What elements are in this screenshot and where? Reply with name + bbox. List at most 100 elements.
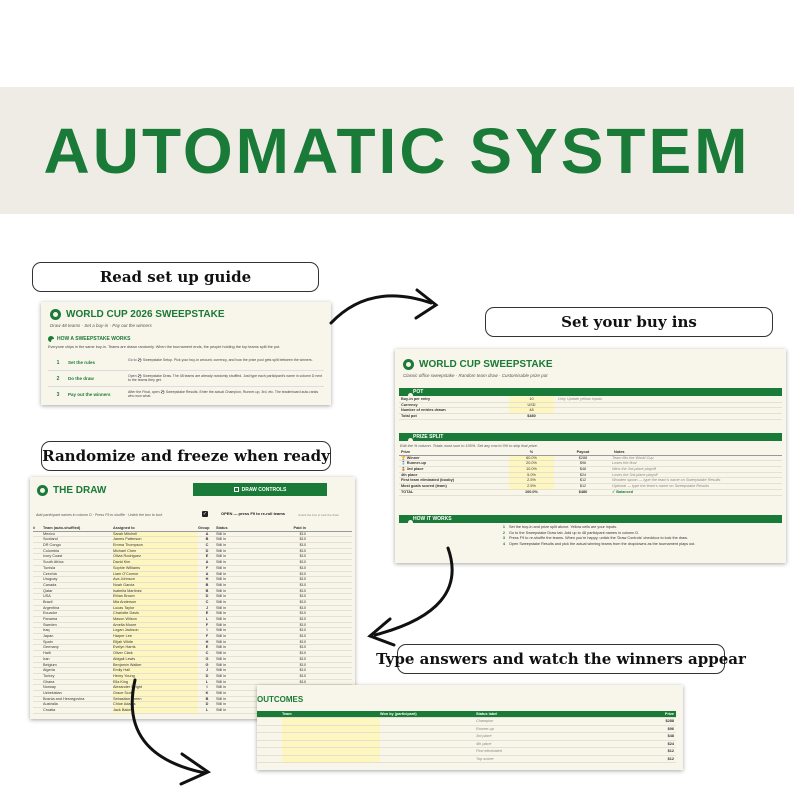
- guide-intro: Everyone chips in the same buy-in. Teams…: [48, 345, 281, 349]
- draw-open-status: OPEN — press F9 to re-roll teams: [221, 511, 286, 516]
- guide-subtitle: Draw 48 teams · Set a buy-in · Pay out t…: [50, 323, 152, 328]
- label-setup-guide: Read set up guide: [32, 262, 319, 292]
- hero-banner: AUTOMATIC SYSTEM: [0, 87, 794, 214]
- results-row: First eliminated$12: [257, 748, 676, 756]
- winner-input[interactable]: [380, 748, 476, 755]
- label-buy-ins: Set your buy ins: [485, 307, 773, 337]
- grid-icon: [233, 487, 239, 492]
- prize-split-header: PRIZE SPLIT: [399, 433, 782, 443]
- setup-guide-sheet: WORLD CUP 2026 SWEEPSTAKE Draw 48 teams …: [41, 302, 331, 405]
- team-input[interactable]: [282, 755, 380, 763]
- draw-title: THE DRAW: [53, 485, 107, 496]
- label-randomize: Randomize and freeze when ready: [41, 441, 331, 471]
- football-icon: [50, 309, 61, 320]
- football-icon: [37, 485, 48, 496]
- team-input[interactable]: [282, 740, 380, 748]
- pot-row: Total pot$480: [399, 414, 782, 420]
- draw-lock-hint: Untick the box to lock the draw: [298, 513, 339, 517]
- results-title: OUTCOMES: [257, 695, 304, 704]
- guide-step: 3 Pay out the winners After the Final, o…: [56, 390, 319, 398]
- football-icon: [48, 336, 56, 344]
- winner-input[interactable]: [380, 741, 476, 748]
- football-icon: [405, 516, 413, 525]
- results-row: Runner-up$96: [257, 725, 676, 733]
- football-icon: [405, 434, 413, 443]
- label-answers: Type answers and watch the winners appea…: [376, 644, 746, 674]
- arrowhead: [367, 617, 396, 647]
- winner-input[interactable]: [380, 718, 476, 725]
- pot-header: POT: [399, 388, 782, 398]
- lock-draw-checkbox[interactable]: ✓: [202, 511, 208, 517]
- winner-input[interactable]: [380, 756, 476, 763]
- hero-title: AUTOMATIC SYSTEM: [43, 115, 751, 187]
- team-input[interactable]: [282, 725, 380, 733]
- football-icon: [403, 359, 414, 370]
- arrow-guide-to-buyins: [329, 294, 433, 325]
- draw-controls-header: DRAW CONTROLS: [193, 483, 327, 496]
- guide-title: WORLD CUP 2026 SWEEPSTAKE: [66, 309, 225, 320]
- setup-subtitle: Classic office sweepstake · Random team …: [403, 373, 548, 378]
- prize-split-intro: Edit the % column. Totals must sum to 10…: [400, 444, 538, 448]
- arrowhead: [414, 288, 439, 320]
- results-row: 3rd place$48: [257, 733, 676, 741]
- sweepstake-setup-sheet: WORLD CUP SWEEPSTAKE Classic office swee…: [395, 349, 786, 563]
- football-icon: [405, 389, 413, 398]
- results-row: Champion$288: [257, 718, 676, 726]
- team-input[interactable]: [282, 718, 380, 725]
- team-input[interactable]: [282, 733, 380, 740]
- results-row: 4th place$24: [257, 740, 676, 748]
- team-input[interactable]: [282, 748, 380, 755]
- results-row: Top scorer$12: [257, 755, 676, 763]
- setup-title: WORLD CUP SWEEPSTAKE: [419, 359, 553, 370]
- draw-sheet: THE DRAW DRAW CONTROLS Add participant n…: [30, 477, 355, 719]
- how-it-works-header: HOW IT WORKS: [399, 515, 782, 525]
- winner-input[interactable]: [380, 726, 476, 733]
- guide-section-title: HOW A SWEEPSTAKE WORKS: [57, 336, 131, 342]
- winner-input[interactable]: [380, 733, 476, 740]
- draw-hint: Add participant names in column D · Pres…: [36, 513, 163, 517]
